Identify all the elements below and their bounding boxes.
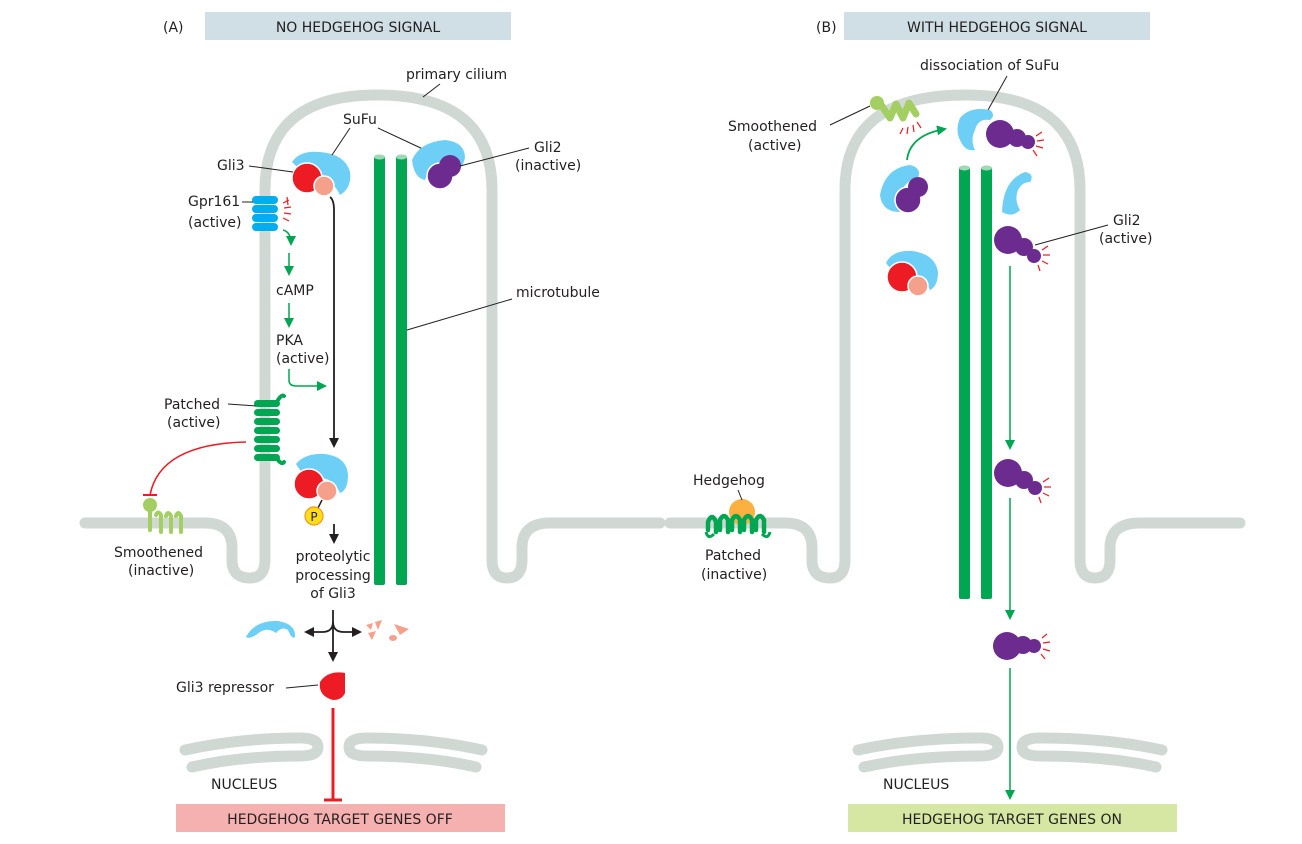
inhibition-arrow [149,441,247,496]
panel-b-letter: (B) [816,20,837,36]
gli3-fragments [366,620,409,641]
smoothened-active-state: (active) [748,138,801,154]
gli2-inactive-label: Gli2 [534,140,562,156]
hedgehog-label: Hedgehog [693,473,765,489]
svg-text:P: P [310,510,317,524]
proteolytic-label-2: processing [295,568,370,584]
panel-a-header-bar [205,12,511,40]
nuclear-envelope-left-b [852,732,1004,773]
gpr161-label: Gpr161 [188,194,240,210]
dissociating-sufu-gli2 [957,109,1045,157]
hedgehog-patched-complex [704,499,772,539]
phosphorylated-sufu-gli3: P [293,453,348,526]
microtubule-label: microtubule [516,285,600,301]
sufu-gli2-complex-b [880,165,928,214]
gli2-inactive-state: (inactive) [515,158,581,174]
released-sufu [246,620,296,638]
panel-a: (A) NO HEDGEHOG SIGNAL primary cilium mi… [79,12,666,832]
smoothened-inactive-label: Smoothened [114,545,203,561]
patched-inactive-state: (inactive) [701,567,767,583]
gli2-active-2 [994,459,1051,504]
nuclear-envelope-left [179,732,324,773]
genes-off-label: HEDGEHOG TARGET GENES OFF [227,812,453,828]
panel-b-title: WITH HEDGEHOG SIGNAL [907,20,1087,36]
genes-on-label: HEDGEHOG TARGET GENES ON [902,812,1122,828]
patched-active-label: Patched [164,397,220,413]
microtubule-b [959,165,992,599]
genes-on-bar [848,804,1177,832]
proteolytic-label-1: proteolytic [296,549,371,565]
gli2-active-state: (active) [1099,231,1152,247]
camp-label: cAMP [276,283,314,299]
sufu-label: SuFu [343,112,377,128]
nuclear-envelope-right [343,732,488,773]
gli3-repressor [319,672,345,700]
cilium-membrane [79,89,666,584]
gli3-label: Gli3 [217,158,245,174]
gpr161-receptor [252,196,292,231]
nucleus-label-b: NUCLEUS [883,777,949,793]
gpr161-state: (active) [188,215,241,231]
patched-active-state: (active) [167,415,220,431]
cilium-membrane-b [664,89,1246,584]
sufu-gli3-complex [291,151,351,197]
gli2-active-label: Gli2 [1113,213,1141,229]
phosphate-icon [304,506,324,526]
sufu-gli3-complex-b [886,250,938,297]
smoothened-inactive-state: (inactive) [128,563,194,579]
microtubule [374,154,407,585]
nucleus-label-a: NUCLEUS [211,777,277,793]
primary-cilium-label: primary cilium [406,67,507,83]
smoothened-inactive-receptor [143,498,183,534]
patched-inactive-label: Patched [705,548,761,564]
gli3-repressor-label: Gli3 repressor [176,680,274,696]
gli2-active-3 [993,632,1051,660]
panel-b-header-bar [844,12,1150,40]
nuclear-envelope-right-b [1016,732,1168,773]
dissociation-label: dissociation of SuFu [920,58,1059,74]
gli2-active [994,226,1050,272]
smoothened-active-label: Smoothened [728,119,817,135]
sufu-gli2-complex [412,140,465,190]
panel-a-title: NO HEDGEHOG SIGNAL [276,20,441,36]
free-sufu [1002,172,1032,215]
genes-off-bar [176,804,505,832]
smoothened-active-receptor [870,96,922,135]
pka-label: PKA [276,333,303,349]
panel-b: (B) WITH HEDGEHOG SIGNAL dissociation of… [664,12,1246,832]
panel-a-letter: (A) [163,20,184,36]
pka-state: (active) [276,351,329,367]
proteolytic-label-3: of Gli3 [310,586,355,602]
patched-active-receptor [254,393,286,466]
